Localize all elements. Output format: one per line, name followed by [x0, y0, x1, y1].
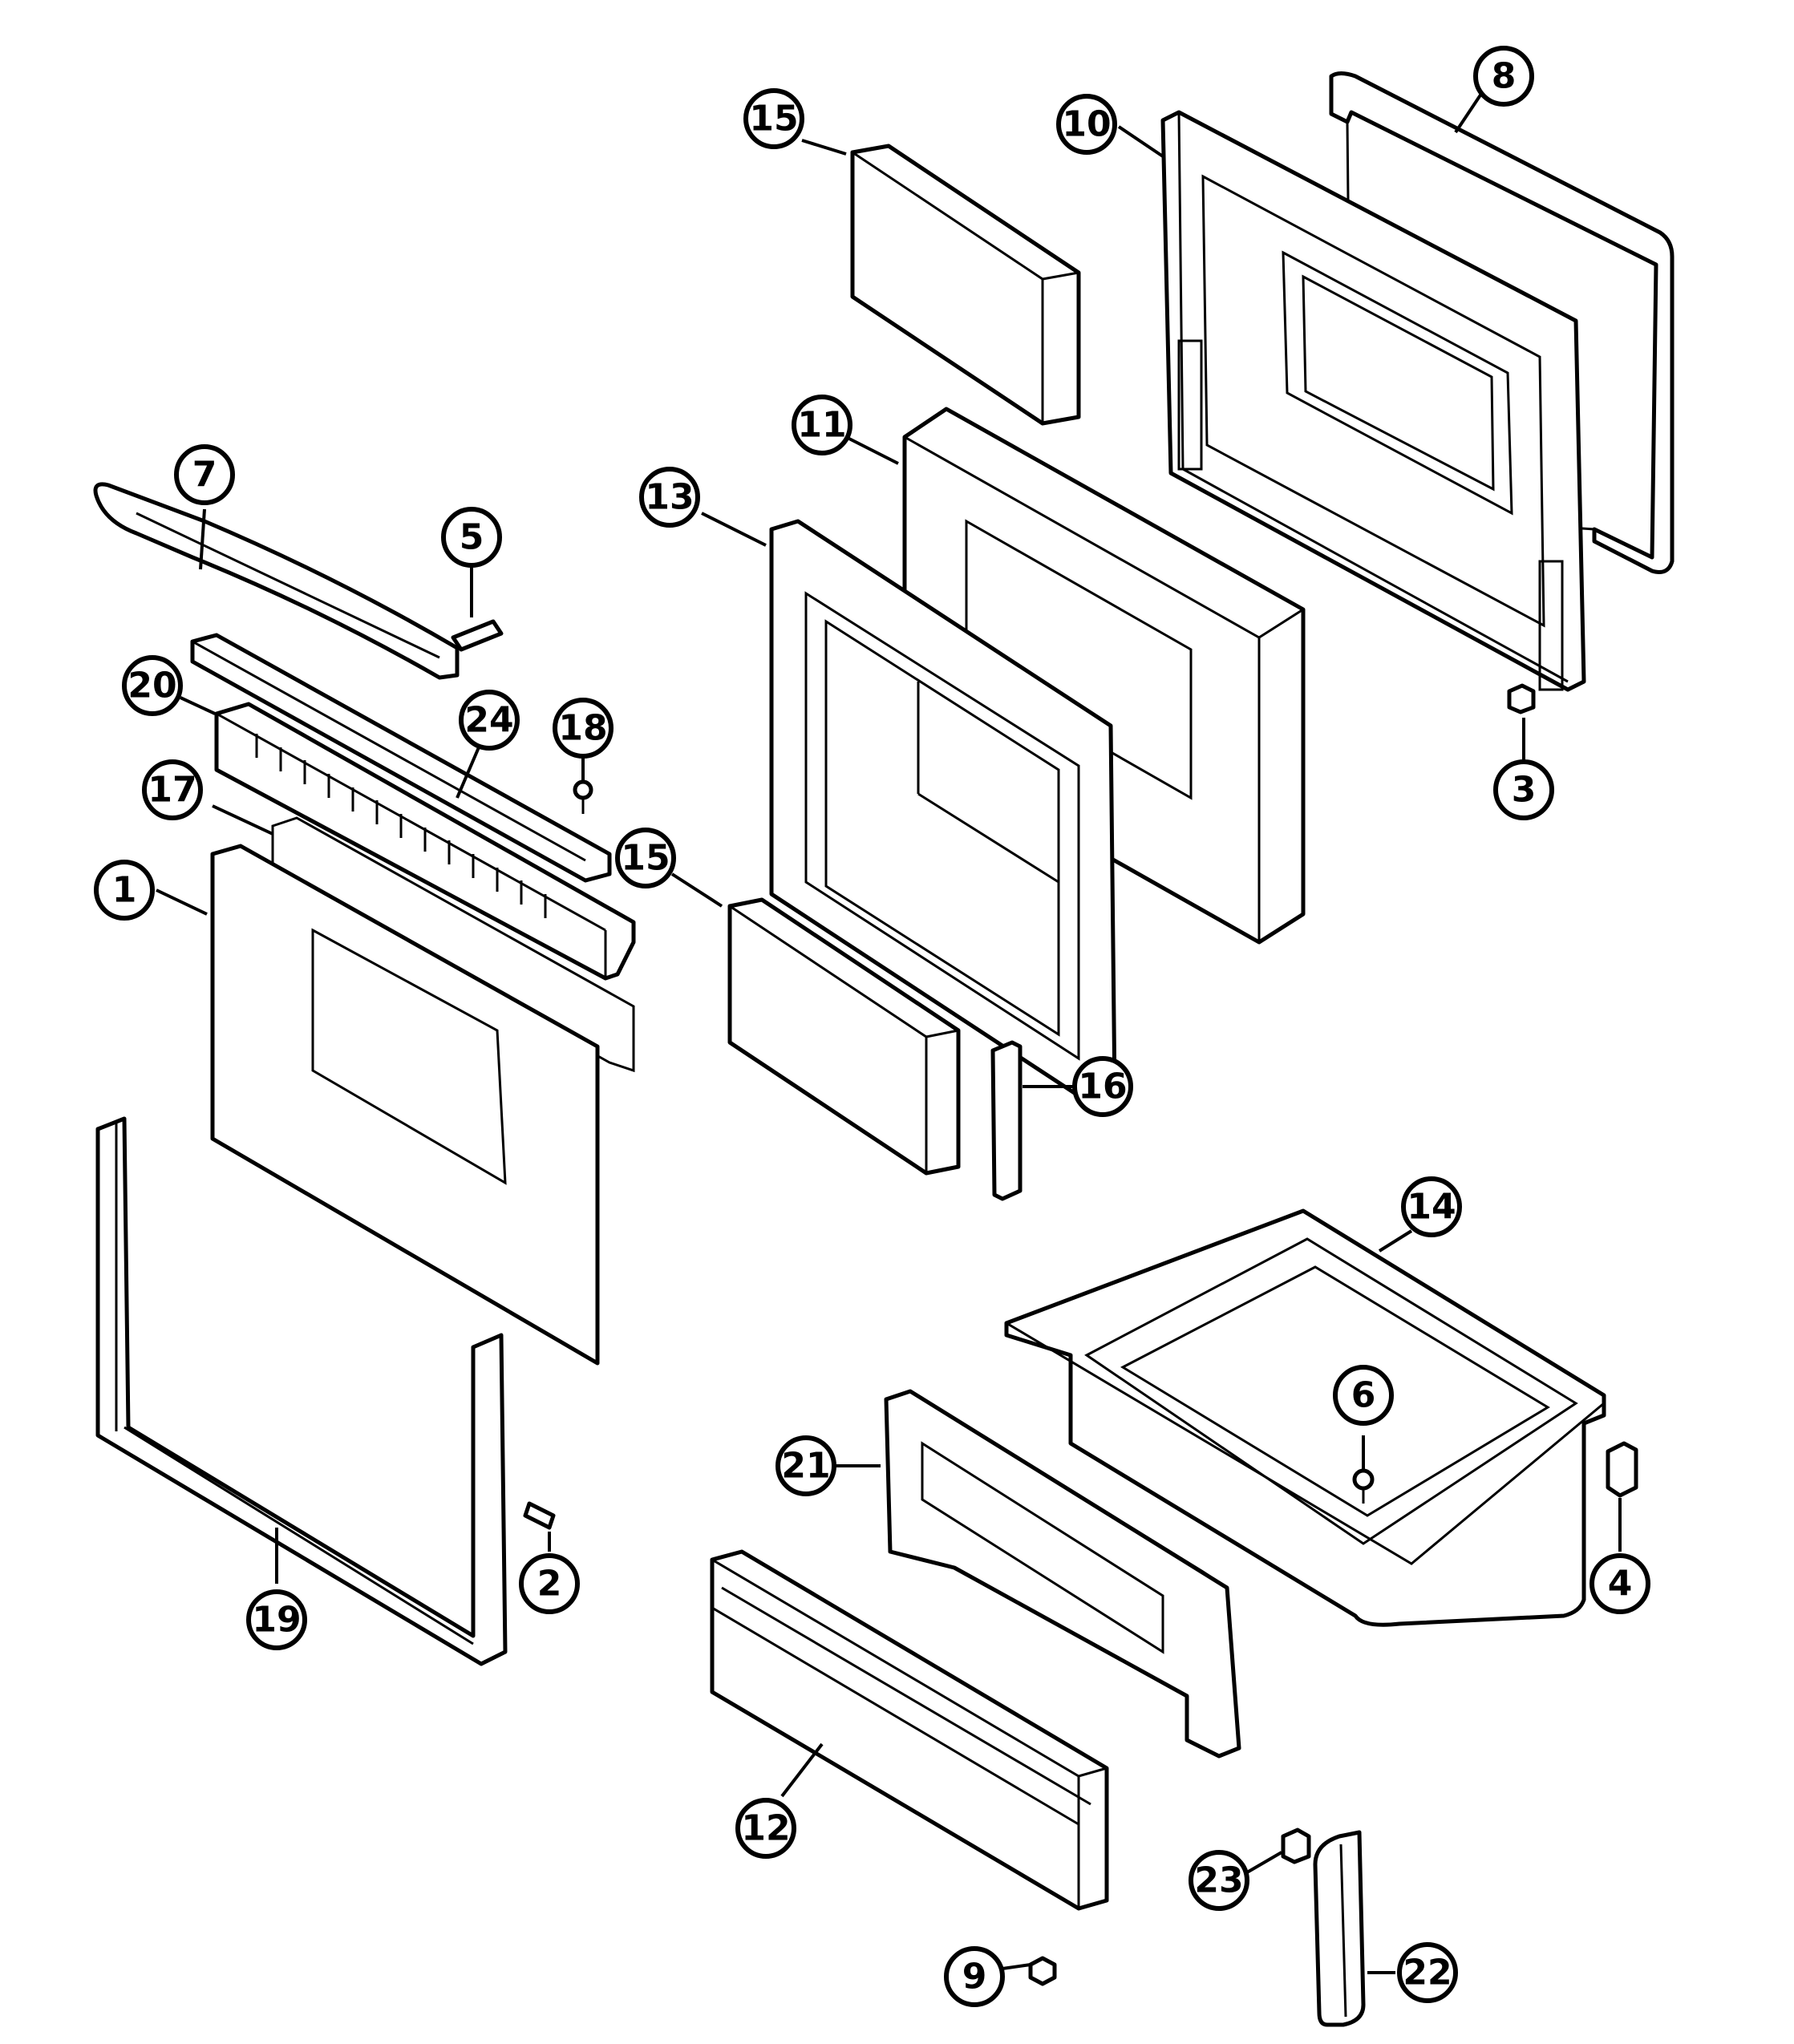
callout-label: 10 [1062, 104, 1111, 145]
nut [1028, 1956, 1057, 1986]
drawer-front [710, 1549, 1109, 1911]
callout-20: 20 [122, 655, 183, 716]
side-trim [1313, 1830, 1366, 2027]
leader-lines [156, 71, 1622, 1974]
callout-23: 23 [1189, 1850, 1249, 1911]
callout-5: 5 [441, 507, 502, 568]
door-frame [95, 1116, 508, 1666]
callout-2: 2 [519, 1553, 580, 1614]
callout-label: 24 [464, 700, 513, 741]
callout-22: 22 [1397, 1942, 1458, 2003]
callout-12: 12 [735, 1798, 796, 1859]
callout-21: 21 [776, 1435, 836, 1496]
callout-label: 13 [645, 477, 694, 518]
callout-19: 19 [246, 1589, 307, 1650]
callout-label: 20 [128, 666, 176, 706]
callout-label: 17 [148, 770, 196, 811]
callout-label: 1 [112, 870, 137, 911]
callout-16: 16 [1072, 1056, 1133, 1117]
callout-label: 16 [1078, 1067, 1127, 1107]
callout-11: 11 [792, 395, 852, 455]
callout-label: 2 [537, 1564, 562, 1605]
door-handle [93, 482, 460, 680]
callout-7: 7 [174, 444, 235, 505]
callout-1: 1 [94, 860, 155, 921]
drawer-bracket [884, 1389, 1241, 1759]
callout-17: 17 [142, 759, 203, 820]
callout-label: 18 [558, 708, 607, 749]
callout-13: 13 [639, 467, 700, 528]
callout-label: 23 [1194, 1860, 1243, 1901]
callout-label: 11 [797, 405, 846, 446]
callout-label: 15 [749, 99, 798, 140]
callout-15-lower: 15 [615, 828, 676, 888]
callout-label: 19 [252, 1600, 301, 1641]
glass-pane-lower [727, 897, 961, 1176]
callout-9: 9 [944, 1946, 1005, 2007]
glass-pane-upper [850, 144, 1081, 426]
handle-screw [451, 619, 504, 652]
vent-trim [214, 702, 636, 981]
callout-label: 15 [621, 838, 670, 879]
callout-18: 18 [553, 698, 614, 759]
door-liner-frame [769, 519, 1117, 1105]
trim-clip [1281, 1827, 1311, 1864]
callout-label: 5 [460, 517, 484, 558]
callout-8: 8 [1473, 46, 1534, 107]
inner-door-panel [1160, 110, 1586, 692]
callout-4: 4 [1589, 1553, 1650, 1614]
callout-label: 4 [1608, 1564, 1633, 1605]
callout-3: 3 [1493, 759, 1554, 820]
callout-label: 3 [1512, 770, 1537, 811]
callout-label: 22 [1403, 1953, 1452, 1993]
storage-drawer [1004, 1208, 1606, 1627]
callout-label: 6 [1351, 1375, 1376, 1416]
vent-screw [573, 779, 593, 814]
callout-6: 6 [1333, 1365, 1394, 1426]
callout-label: 7 [192, 455, 217, 496]
bumper [1507, 683, 1536, 714]
callout-24: 24 [459, 690, 520, 751]
callout-15-upper: 15 [743, 88, 804, 149]
callout-label: 21 [781, 1446, 830, 1487]
vent-cover [190, 633, 612, 883]
callout-label: 12 [741, 1808, 790, 1849]
oven-door [210, 844, 600, 1366]
door-hinge [990, 1040, 1023, 1201]
drawer-stop [1606, 1441, 1638, 1498]
callout-label: 8 [1492, 56, 1517, 97]
callout-10: 10 [1056, 94, 1117, 155]
screw [523, 1501, 556, 1530]
callout-label: 9 [962, 1957, 987, 1997]
callout-14: 14 [1401, 1176, 1462, 1237]
callout-label: 14 [1407, 1187, 1456, 1228]
